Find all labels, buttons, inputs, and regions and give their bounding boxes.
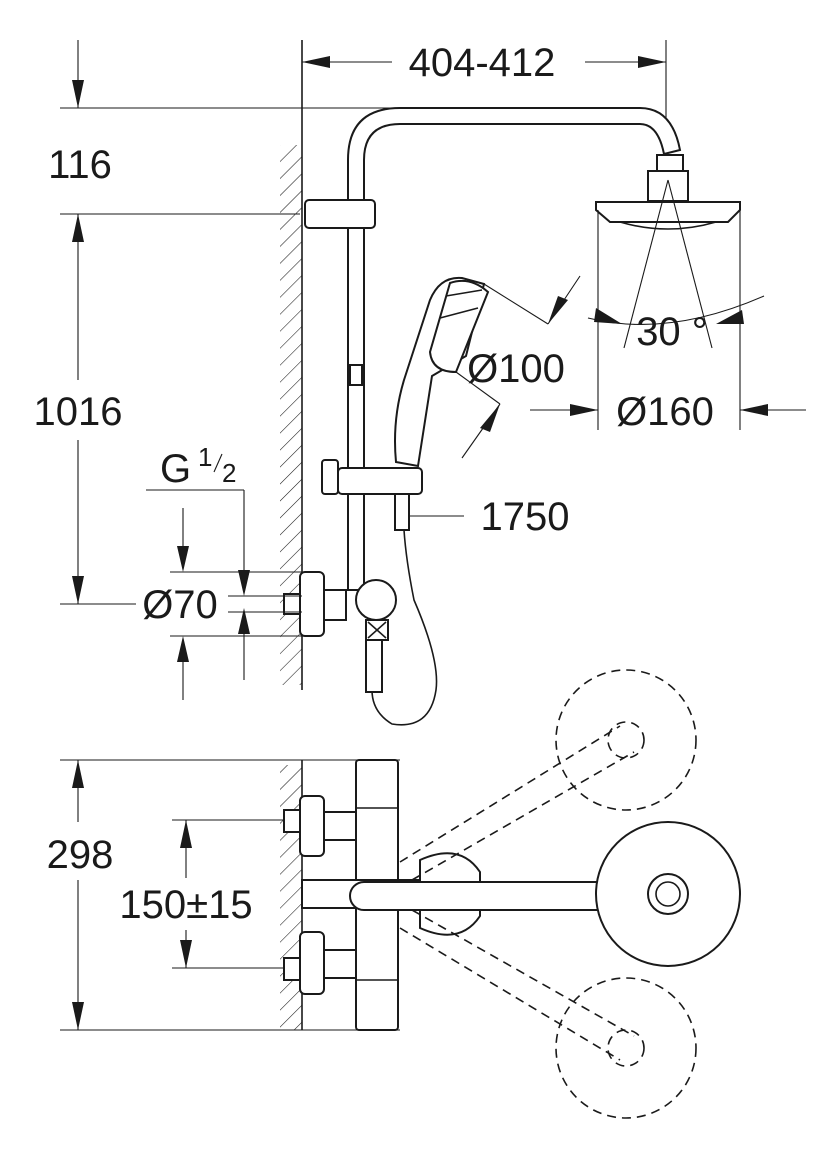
top-offset-dimension: 116 — [48, 40, 470, 215]
depth-dimension: 298 — [47, 759, 400, 1031]
top-offset-label: 116 — [48, 143, 112, 187]
width-range-label: 404-412 — [409, 41, 556, 85]
slider-holder — [321, 459, 423, 495]
wall-plan-view — [280, 760, 303, 1030]
shower-riser — [304, 107, 682, 591]
thread-numerator: 1 — [198, 442, 212, 472]
thread-dimension: G 1 2 — [146, 442, 302, 680]
center-distance-label: 150±15 — [119, 883, 252, 927]
head-shower-plan — [301, 821, 741, 967]
head-diameter-label: Ø160 — [616, 390, 714, 434]
swivel-positions — [399, 669, 697, 1119]
escutcheon-dimension: Ø70 — [142, 508, 302, 700]
center-distance-dimension: 150±15 — [119, 819, 300, 969]
spray-angle-dimension: 30 ° — [587, 179, 765, 354]
hose: 1750 — [371, 495, 570, 726]
height-label: 1016 — [34, 390, 123, 434]
escutcheon-diameter-label: Ø70 — [142, 583, 218, 627]
width-dimension: 404-412 — [302, 40, 667, 150]
hose-length-label: 1750 — [481, 495, 570, 539]
depth-label: 298 — [47, 833, 114, 877]
hand-diameter-label: Ø100 — [467, 347, 565, 391]
height-dimension: 1016 — [34, 214, 136, 605]
head-shower — [595, 154, 741, 430]
thermostat-connection — [283, 571, 397, 693]
angle-label: 30 ° — [636, 310, 708, 354]
thread-denominator: 2 — [222, 458, 236, 488]
wall-front-view — [280, 40, 303, 690]
hand-diameter-dimension: Ø100 — [455, 275, 581, 459]
head-diameter-dimension: Ø160 — [530, 390, 806, 434]
thread-prefix-label: G — [160, 447, 191, 491]
